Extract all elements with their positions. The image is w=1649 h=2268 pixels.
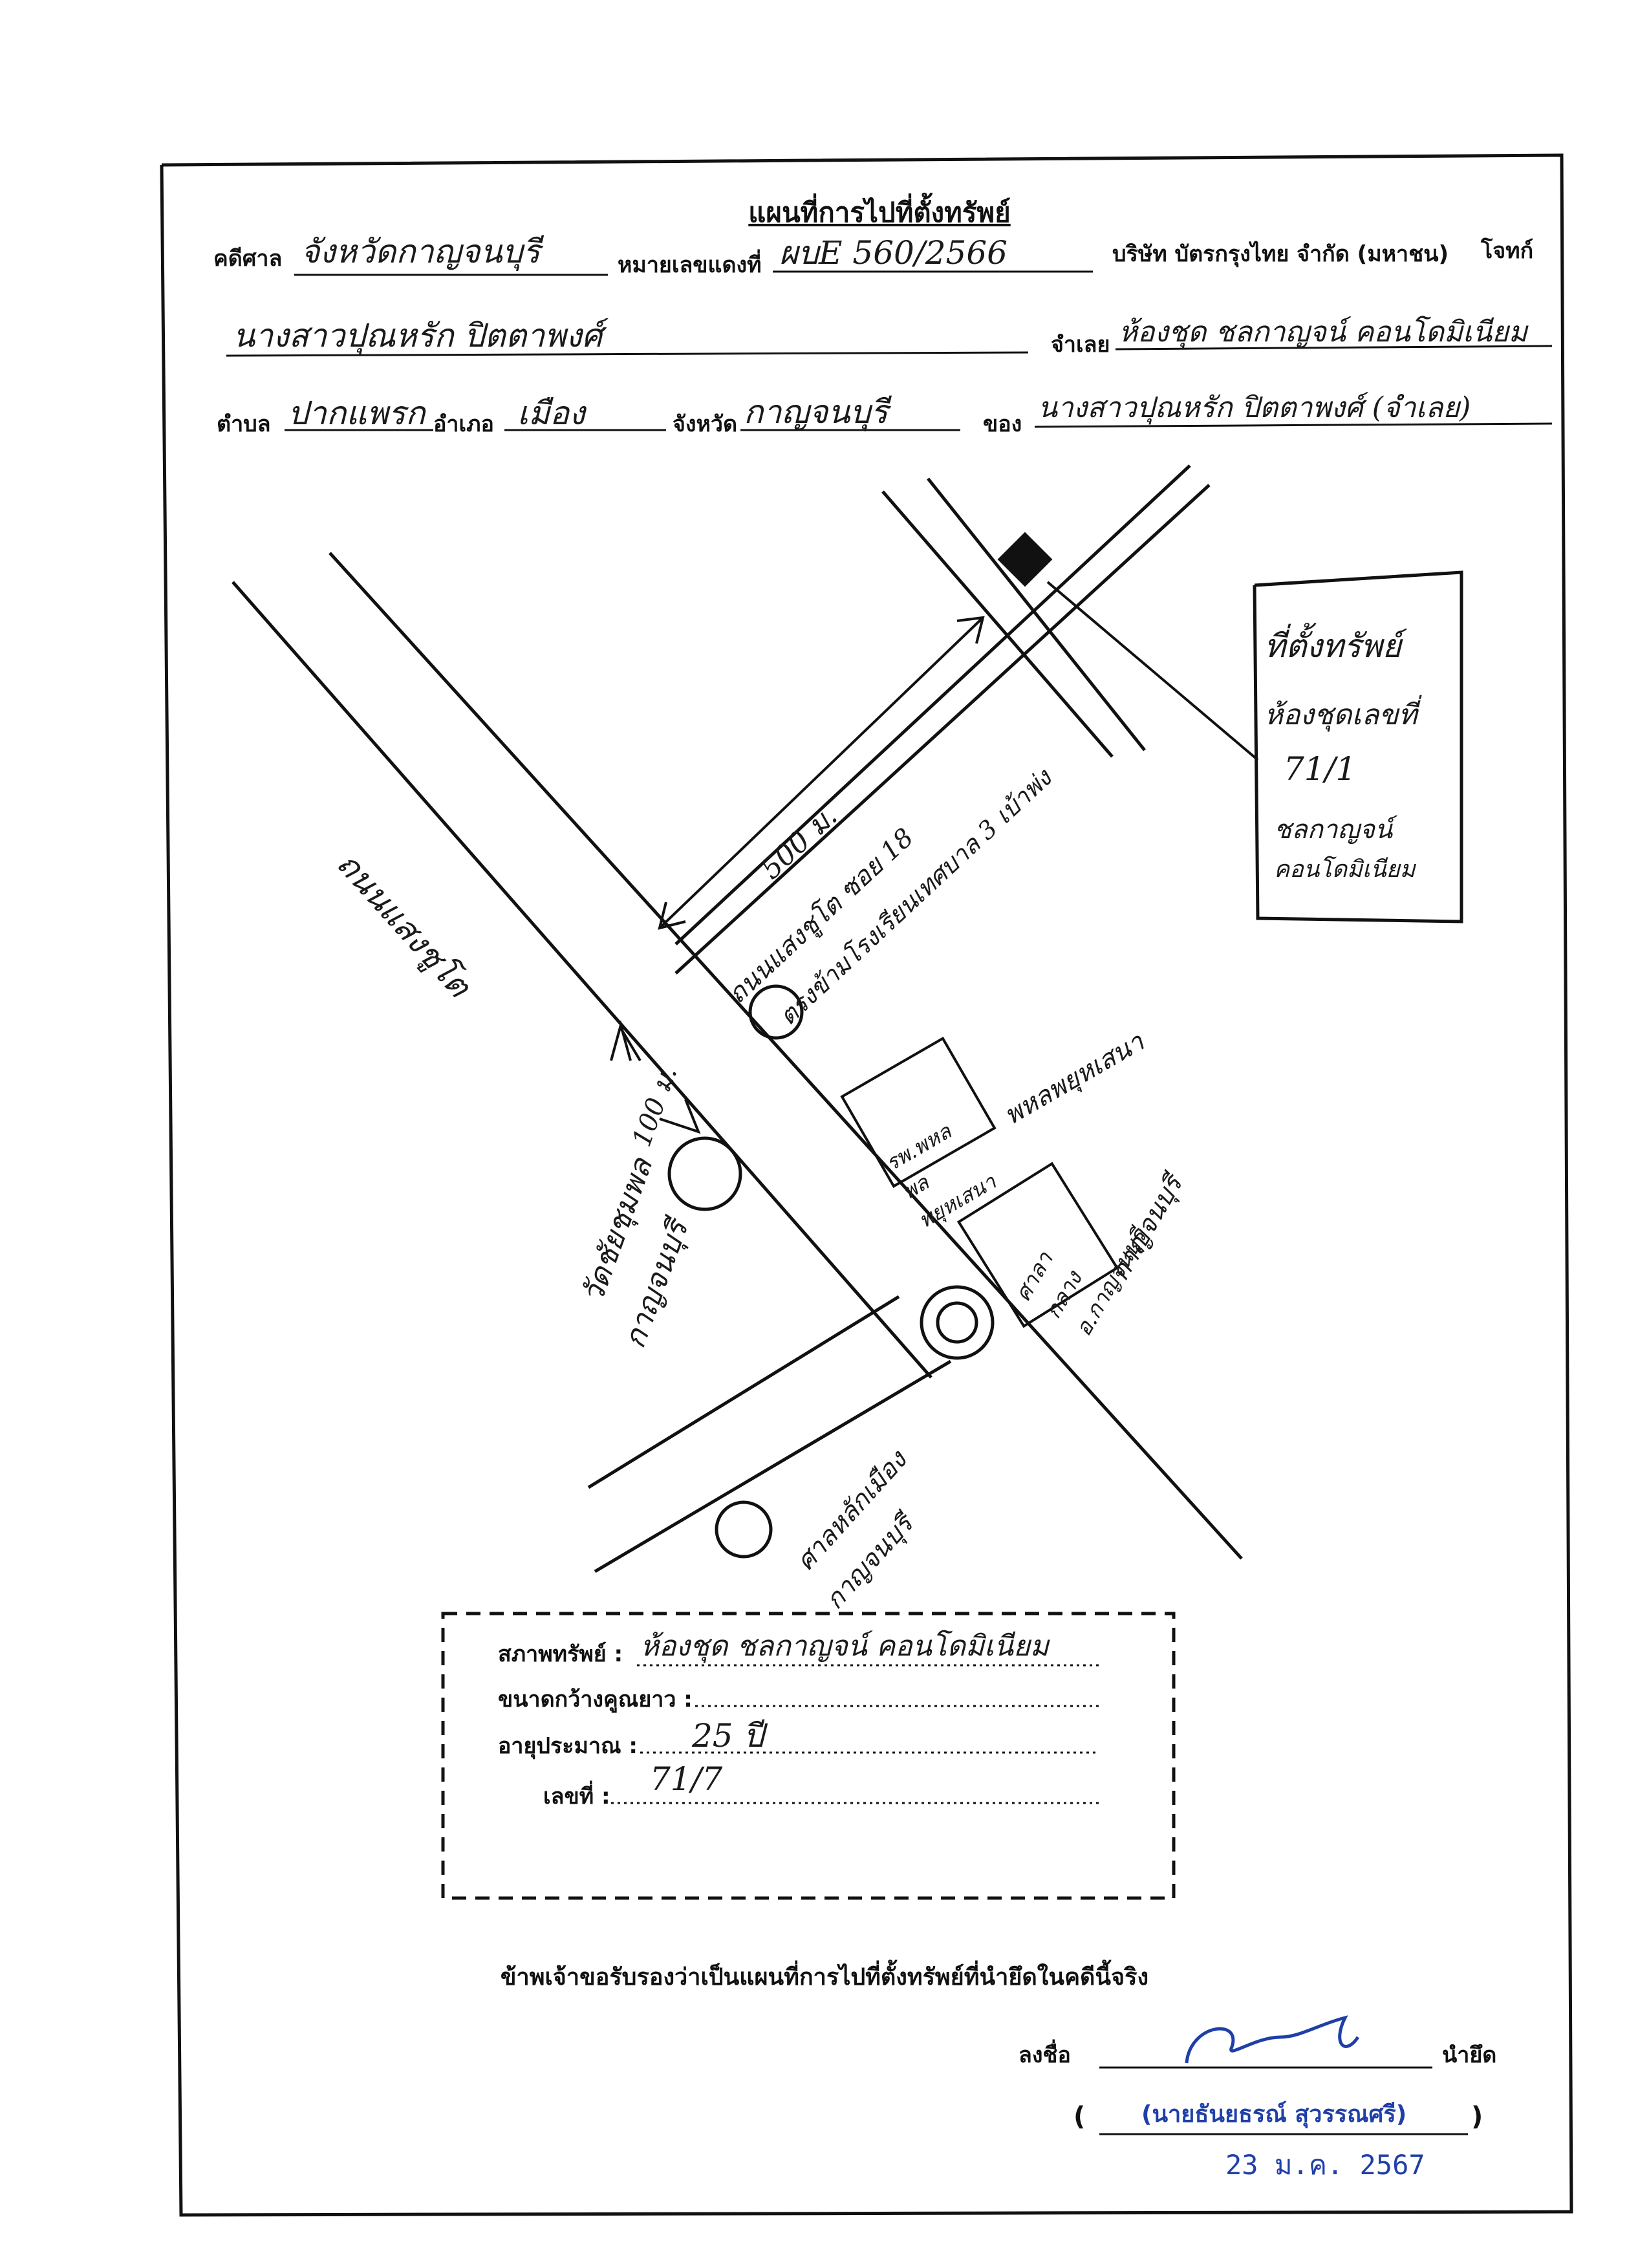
case-no-value: ผบE 560/2566 (779, 234, 1008, 272)
landmark-circle-school (748, 984, 804, 1040)
condition-value: ห้องชุด ชลกาญจน์ คอนโดมิเนียม (640, 1630, 1049, 1663)
legend-line-1: ที่ตั้งทรัพย์ (1264, 627, 1401, 665)
page-frame (160, 153, 1573, 2217)
cross-road-edge-1 (881, 490, 1114, 758)
size-label: ขนาดกว้างคูณยาว : (498, 1687, 693, 1712)
sign-role: นำยึด (1442, 2042, 1497, 2068)
age-value: 25 ปี (692, 1717, 764, 1755)
defendant-underline (226, 351, 1029, 357)
legend-box (1253, 570, 1463, 923)
govt-box (956, 1161, 1119, 1328)
landmark-circle-roundabout-inner (936, 1301, 978, 1344)
certification-text: ข้าพเจ้าขอรับรองว่าเป็นแผนที่การไปที่ตั้… (500, 1964, 1149, 1991)
lower-road-edge-1 (587, 1295, 900, 1489)
province-label: จังหวัด (673, 411, 738, 437)
landmark-circle-roundabout-outer (920, 1285, 995, 1360)
court-value: จังหวัดกาญจนบุรี (301, 233, 541, 270)
soi-road-edge-1 (674, 464, 1191, 945)
paren-close: ) (1471, 2102, 1483, 2132)
subdistrict-value: ปากแพรก (288, 394, 426, 432)
legend-line-2: ห้องชุดเลขที่ (1264, 698, 1417, 731)
paren-open: ( (1073, 2102, 1086, 2132)
arrow-100-up (610, 1020, 632, 1061)
main-road-edge-2 (329, 552, 1243, 1560)
legend-line-3: 71/1 (1284, 750, 1357, 788)
signature-scribble (1185, 2015, 1360, 2064)
soi-road-edge-2 (674, 484, 1211, 975)
landmark-circle-shrine (715, 1500, 773, 1559)
date-stamp: 23 ม.ค. 2567 (1225, 2149, 1425, 2181)
legend-line-5: คอนโดมิเนียม (1274, 856, 1416, 883)
details-box (441, 1612, 1176, 1900)
subdistrict-label: ตำบล (217, 411, 271, 437)
signer-name-stamp: (นายธันยธรณ์ สุวรรณศรี) (1141, 2101, 1407, 2128)
plaintiff-name: บริษัท บัตรกรุงไทย จำกัด (มหาชน) (1112, 241, 1449, 267)
age-label: อายุประมาณ : (498, 1733, 638, 1759)
lower-road-edge-2 (594, 1359, 952, 1573)
district-value: เมือง (517, 394, 585, 432)
owner-value: นางสาวปุณหรัก ปิตตาพงศ์ (จำเลย) (1038, 391, 1471, 424)
owner-underline (1034, 422, 1553, 428)
main-road-edge-1 (232, 581, 932, 1379)
owner-label: ของ (983, 411, 1022, 437)
hospital-box (840, 1036, 997, 1189)
arrowhead-bottom (658, 902, 686, 930)
number-label: เลขที่ : (543, 1784, 610, 1809)
property-value: ห้องชุด ชลกาญจน์ คอนโดมิเนียม (1119, 316, 1527, 349)
distance-arrow-line (658, 616, 984, 929)
cross-road-edge-2 (927, 477, 1146, 751)
legend-pointer (1046, 581, 1259, 761)
defendant-value: นางสาวปุณหรัก ปิตตาพงศ์ (233, 317, 603, 354)
number-value: 71/7 (650, 1760, 723, 1798)
case-no-label: หมายเลขแดงที่ (618, 252, 762, 278)
sign-label: ลงชื่อ (1018, 2042, 1071, 2068)
arrowhead-top (956, 616, 985, 644)
condition-label: สภาพทรัพย์ : (498, 1641, 623, 1667)
defendant-label: จำเลย (1051, 332, 1110, 358)
arrow-100-up-line (620, 1027, 641, 1062)
page-title: แผนที่การไปที่ตั้งทรัพย์ (748, 197, 1011, 228)
court-label: คดีศาล (213, 246, 283, 272)
plaintiff-label: โจทก์ (1481, 238, 1534, 264)
district-label: อำเภอ (433, 411, 494, 437)
legend-line-4: ชลกาญจน์ (1274, 815, 1393, 845)
province-value: กาญจนบุรี (744, 393, 889, 431)
arrow-100-down (659, 1099, 701, 1134)
landmark-circle-temple (667, 1136, 742, 1211)
property-underline (1115, 345, 1553, 351)
